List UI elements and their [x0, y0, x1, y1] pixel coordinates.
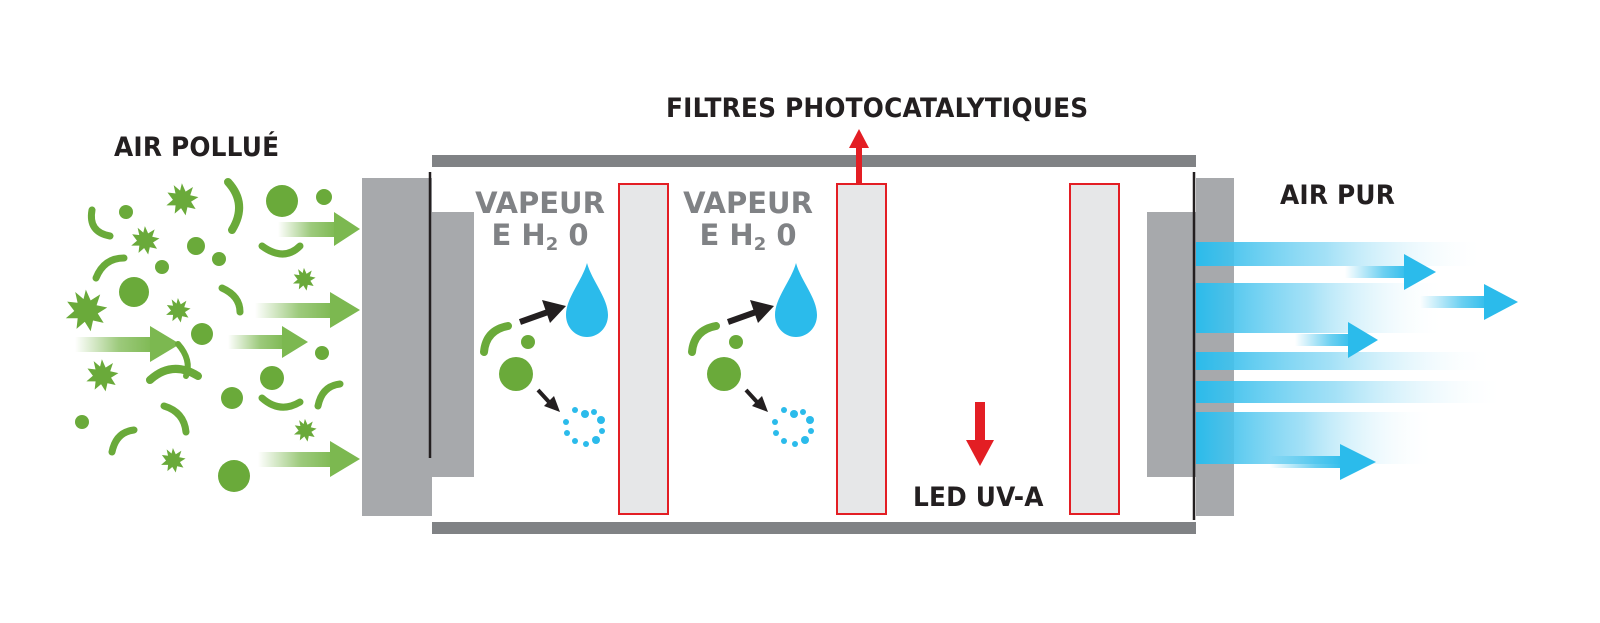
blue-stream	[1196, 381, 1506, 403]
pollutant-particle-icon	[729, 335, 743, 349]
led-pointer-arrow	[966, 402, 994, 466]
reaction-group-2	[688, 263, 817, 447]
pollutant-particle-icon	[260, 366, 284, 390]
pollutant-particle-icon	[218, 284, 244, 316]
green-arrow	[255, 292, 360, 328]
inlet-inner-block	[432, 212, 474, 477]
blue-arrow	[1345, 254, 1436, 290]
label-filtres-photocatalytiques: FILTRES PHOTOCATALYTIQUES	[666, 93, 1089, 124]
pollutant-particle-icon	[293, 268, 316, 291]
blue-stream	[1196, 283, 1446, 333]
water-drop-icon	[775, 263, 817, 337]
polluted-air-arrows	[75, 212, 360, 477]
pollutant-particle-icon	[707, 357, 741, 391]
blue-stream	[1196, 352, 1496, 370]
pollutant-particle-icon	[119, 205, 133, 219]
pollutant-particle-icon	[131, 226, 159, 254]
pollutant-particle-icon	[187, 237, 205, 255]
vapor-ring-icon	[772, 407, 814, 447]
pollutant-particle-icon	[294, 419, 317, 442]
green-arrow	[75, 326, 180, 362]
pollutant-particle-icon	[167, 184, 198, 215]
pollutant-particle-icon	[175, 341, 191, 379]
outlet-block	[1196, 178, 1234, 516]
filter-1	[618, 183, 669, 515]
pollutant-particle-icon	[92, 254, 128, 282]
label-led-uv-a: LED UV-A	[913, 482, 1044, 513]
pollutant-particle-icon	[166, 298, 191, 323]
pollutant-particle-icon	[191, 323, 213, 345]
pollutant-particles	[66, 178, 344, 492]
arrow-to-water	[518, 300, 566, 325]
pollutant-particle-icon	[316, 189, 332, 205]
pollutant-particle-icon	[161, 448, 186, 473]
pollutant-particle-icon	[521, 335, 535, 349]
pollutant-crescent-icon	[480, 322, 512, 356]
pollutant-particle-icon	[146, 365, 202, 384]
pollutant-particle-icon	[224, 178, 243, 234]
filter-2	[836, 183, 887, 515]
blue-arrow	[1420, 284, 1518, 320]
filter-3	[1069, 183, 1120, 515]
label-air-pollue: AIR POLLUÉ	[114, 132, 280, 163]
vapor-ring-icon	[563, 407, 605, 447]
green-arrow	[278, 212, 360, 246]
green-arrow	[228, 326, 308, 358]
vapeur-word: VAPEUR	[683, 186, 813, 220]
pollutant-particle-icon	[108, 426, 138, 456]
pollutant-particle-icon	[160, 402, 190, 436]
pollutant-particle-icon	[499, 357, 533, 391]
photocatalytic-filters	[618, 183, 1120, 515]
water-drop-icon	[566, 263, 608, 337]
pollutant-crescent-icon	[688, 322, 720, 356]
pollutant-particle-icon	[218, 460, 250, 492]
blue-arrow	[1270, 444, 1376, 480]
pollutant-particle-icon	[221, 387, 243, 409]
label-vapeur-1: VAPEUR E H2 0	[470, 187, 610, 256]
bottom-rail	[432, 522, 1196, 534]
pollutant-particle-icon	[314, 380, 344, 410]
reaction-group-1	[480, 263, 608, 447]
water-formula: E H2 0	[699, 218, 797, 255]
pollutant-particle-icon	[66, 290, 107, 331]
pollutant-particle-icon	[315, 346, 329, 360]
pollutant-particle-icon	[75, 415, 89, 429]
label-vapeur-2: VAPEUR E H2 0	[678, 187, 818, 256]
water-formula: E H2 0	[491, 218, 589, 255]
filter-pointer-arrow	[849, 129, 869, 183]
blue-stream	[1196, 412, 1436, 464]
pollutant-particle-icon	[266, 185, 298, 217]
pollutant-particle-icon	[258, 242, 304, 258]
pollutant-particle-icon	[119, 277, 149, 307]
pollutant-particle-icon	[87, 206, 114, 240]
label-air-pur: AIR PUR	[1280, 180, 1396, 211]
arrow-to-water	[726, 300, 774, 325]
arrow-to-vapor	[744, 388, 768, 412]
pollutant-particle-icon	[212, 252, 226, 266]
inlet-block	[362, 178, 432, 516]
clean-air-outflow	[1196, 242, 1518, 480]
green-arrow	[258, 441, 360, 477]
top-rail	[432, 155, 1196, 167]
pollutant-particle-icon	[258, 394, 304, 411]
vapeur-word: VAPEUR	[475, 186, 605, 220]
pollutant-particle-icon	[87, 360, 118, 391]
blue-arrow	[1295, 322, 1378, 358]
blue-stream	[1196, 242, 1486, 266]
outlet-inner-block	[1147, 212, 1196, 477]
arrow-to-vapor	[536, 388, 560, 412]
pollutant-particle-icon	[155, 260, 169, 274]
